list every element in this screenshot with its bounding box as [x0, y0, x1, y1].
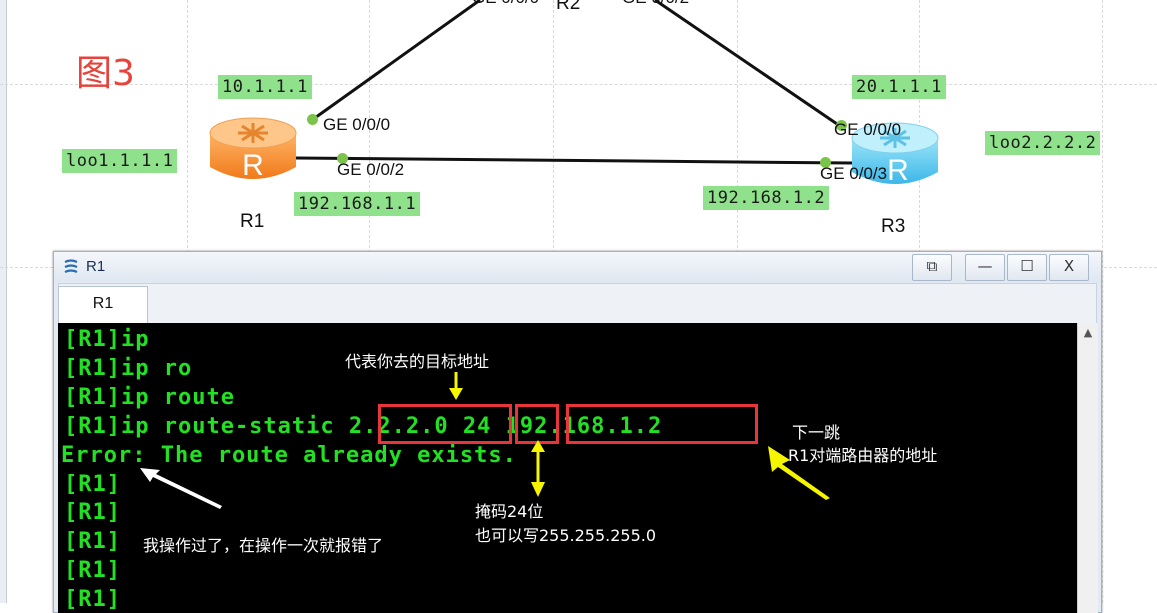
router-r2-name: R2 [556, 0, 581, 14]
router-r1-icon[interactable]: R [208, 115, 298, 185]
annotation-nexthop-line1: 下一跳 [792, 423, 841, 442]
scroll-up-arrow-icon[interactable]: ▲ [1083, 326, 1093, 339]
grid-line [0, 84, 1157, 85]
loopback-tag-r3: loo2.2.2.2 [985, 131, 1101, 155]
console-line: [R1] [64, 529, 121, 554]
console-line: [R1]ip [64, 327, 150, 352]
console-window-r1[interactable]: R1 ⧉ — ☐ X R1 [R1]ip [R1]ip ro [R1]ip ro… [53, 251, 1102, 613]
router-r3-icon[interactable]: R [850, 120, 940, 190]
interface-label-r1-ge000: GE 0/0/0 [323, 115, 391, 134]
router-r3-name: R3 [881, 216, 906, 237]
highlight-nexthop [566, 404, 758, 444]
console-line: [R1]ip ro [64, 356, 193, 381]
tab-strip [58, 283, 1097, 324]
annotation-nexthop-line2: R1对端路由器的地址 [788, 446, 938, 465]
port-dot [820, 157, 831, 168]
highlight-mask [515, 404, 559, 444]
annotation-error-note: 我操作过了，在操作一次就报错了 [143, 536, 384, 555]
console-line: [R1] [64, 558, 121, 583]
restore-button[interactable]: ⧉ [912, 254, 952, 281]
ip-tag-r1-ge000: 10.1.1.1 [218, 75, 312, 99]
tab-r1[interactable]: R1 [58, 286, 148, 324]
console-line: [R1] [64, 587, 121, 612]
close-button[interactable]: X [1049, 254, 1089, 281]
window-title: R1 [86, 258, 106, 275]
annotation-mask-line1: 掩码24位 [475, 502, 544, 521]
figure-label: 图3 [76, 53, 135, 94]
vertical-scrollbar[interactable]: ▲ [1077, 323, 1098, 613]
loopback-tag-r1: loo1.1.1.1 [62, 149, 178, 173]
ip-tag-r3-ge000: 20.1.1.1 [852, 75, 946, 99]
minimize-button[interactable]: — [965, 254, 1005, 281]
ip-tag-r3-ge003: 192.168.1.2 [703, 186, 830, 210]
console-line: [R1] [64, 472, 121, 497]
interface-label: GE 0/0/0 [472, 0, 539, 8]
console-line: [R1]ip route [64, 385, 235, 410]
link-r2-r3 [654, 0, 841, 128]
ip-tag-r1-ge002: 192.168.1.1 [294, 192, 421, 216]
maximize-button[interactable]: ☐ [1007, 254, 1047, 281]
port-dot [836, 120, 847, 131]
router-r1-name: R1 [240, 211, 265, 232]
terminal-output[interactable]: [R1]ip [R1]ip ro [R1]ip route [R1]ip rou… [58, 323, 1077, 613]
port-dot [307, 114, 318, 125]
interface-label-r1-ge002: GE 0/0/2 [337, 160, 405, 179]
link-r1-r2 [311, 0, 481, 122]
terminal-app-icon [64, 259, 78, 274]
annotation-mask-line2: 也可以写255.255.255.0 [475, 526, 657, 545]
console-line: [R1] [64, 500, 121, 525]
router-glyph: R [242, 149, 264, 182]
link-r1-r3 [295, 156, 853, 165]
port-dot [337, 153, 348, 164]
interface-label: GE 0/0/2 [622, 0, 689, 8]
canvas-left-edge [0, 0, 7, 603]
window-titlebar[interactable]: R1 ⧉ — ☐ X [54, 252, 1101, 282]
interface-label-r3-ge003: GE 0/0/3 [820, 164, 888, 183]
interface-label-r3-ge000: GE 0/0/0 [834, 120, 902, 139]
console-line: [R1]ip route-static 2.2.2.0 24 192.168.1… [64, 414, 663, 439]
highlight-destination [378, 404, 512, 444]
console-error-line: Error: The route already exists. [61, 443, 517, 468]
grid-line [1102, 0, 1103, 603]
annotation-destination: 代表你去的目标地址 [345, 352, 490, 371]
router-glyph: R [887, 154, 909, 187]
